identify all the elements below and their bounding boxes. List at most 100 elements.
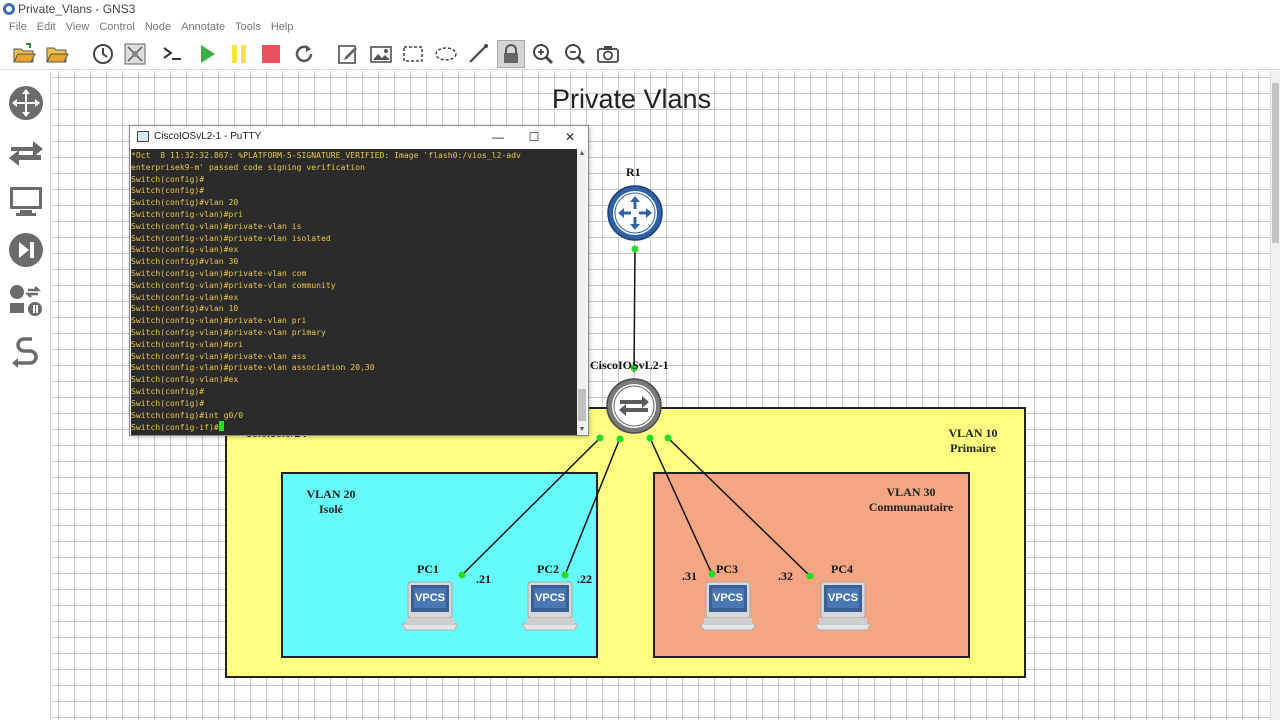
pc2-badge: VPCS [535,592,565,604]
terminal-scrollbar[interactable]: ▲ ▼ [577,149,587,435]
device-dock [0,71,51,720]
vlan10-label[interactable]: VLAN 10 Primaire [940,426,1006,456]
draw-line-icon[interactable] [464,40,492,68]
browse-switches-icon[interactable] [6,132,46,172]
terminal-line: Switch(config-vlan)#ex [131,374,239,385]
menu-annotate[interactable]: Annotate [181,21,226,33]
pc2-label[interactable]: PC2 [537,562,559,576]
router-r1-icon[interactable] [606,184,664,242]
vlan10-label-line1: VLAN 10 [948,426,998,440]
putty-title: CiscoIOSvL2-1 - PuTTY [154,131,262,142]
menu-edit[interactable]: Edit [36,21,56,33]
terminal-output[interactable]: *Oct 8 11:32:32.867: %PLATFORM-5-SIGNATU… [131,149,578,435]
screenshot-icon[interactable] [594,40,622,68]
minimize-button[interactable]: — [492,130,504,144]
terminal-line: Switch(config-vlan)#private-vlan associa… [131,362,375,373]
terminal-scrollbar-thumb[interactable] [578,389,586,421]
draw-ellipse-icon[interactable] [432,40,460,68]
terminal-line: Switch(config-vlan)#private-vlan com [131,267,307,278]
browse-routers-icon[interactable] [6,83,46,123]
toolbar [0,36,1280,70]
terminal-line: Switch(config)# [131,173,205,184]
switch-label[interactable]: CiscoIOSvL2-1 [590,358,669,372]
terminal-line: Switch(config-vlan)#ex [131,291,239,302]
suspend-all-icon[interactable] [225,40,253,68]
terminal-line: Switch(config-vlan)#private-vlan ass [131,350,307,361]
terminal-line: Switch(config)# [131,397,205,408]
vlan20-label[interactable]: VLAN 20 Isolé [300,487,362,517]
scroll-up-arrow-icon[interactable]: ▲ [578,150,586,157]
zoom-in-icon[interactable] [529,40,557,68]
add-link-icon[interactable] [6,333,46,373]
terminal-line: Switch(config-vlan)#private-vlan pri [131,315,307,326]
console-all-icon[interactable] [158,40,186,68]
gns3-logo-icon [3,3,15,15]
pc4-label[interactable]: PC4 [831,562,853,576]
terminal-cursor [218,421,224,432]
draw-rectangle-icon[interactable] [399,40,427,68]
vlan30-label-line1: VLAN 30 [886,485,936,499]
maximize-button[interactable]: ☐ [528,130,540,144]
browse-all-devices-icon[interactable] [6,281,46,321]
add-note-icon[interactable] [334,40,362,68]
menu-node[interactable]: Node [144,21,172,33]
pc4-badge: VPCS [828,592,858,604]
pc3-label[interactable]: PC3 [716,562,738,576]
scroll-down-arrow-icon[interactable]: ▼ [578,426,586,433]
reload-all-icon[interactable] [290,40,318,68]
scrollbar-thumb[interactable] [1272,83,1279,243]
terminal-line: Switch(config-vlan)#pri [131,338,244,349]
show-interface-labels-icon[interactable] [121,40,149,68]
pc1-label[interactable]: PC1 [417,562,439,576]
pc2-icon[interactable]: VPCS [518,578,582,638]
insert-image-icon[interactable] [367,40,395,68]
putty-window[interactable]: CiscoIOSvL2-1 - PuTTY — ☐ ✕ *Oct 8 11:32… [129,125,589,436]
pc2-ip-label[interactable]: .22 [577,572,592,586]
menu-control[interactable]: Control [99,21,135,33]
pc3-icon[interactable]: VPCS [696,578,760,638]
pc1-ip-label[interactable]: .21 [476,572,491,586]
close-button[interactable]: ✕ [564,130,576,144]
menu-view[interactable]: View [65,21,90,33]
terminal-line: enterprisek9-m' passed code signing veri… [131,161,365,172]
diagram-title[interactable]: Private Vlans [552,84,712,114]
terminal-line: Switch(config-vlan)#ex [131,244,239,255]
browse-end-devices-icon[interactable] [6,181,46,221]
vlan10-label-line2: Primaire [950,441,996,455]
pc4-icon[interactable]: VPCS [811,578,875,638]
terminal-line: Switch(config-vlan)#pri [131,208,244,219]
switch-icon[interactable] [605,377,663,435]
terminal-line: *Oct 8 11:32:32.867: %PLATFORM-5-SIGNATU… [131,150,521,160]
pc1-icon[interactable]: VPCS [398,578,462,638]
start-all-icon[interactable] [193,40,221,68]
stop-all-icon[interactable] [257,40,285,68]
pc3-ip-label[interactable]: .31 [682,569,697,583]
lock-icon[interactable] [497,40,525,68]
terminal-line: Switch(config)#int g0/0 [131,409,244,420]
menu-help[interactable]: Help [270,21,294,33]
terminal-prompt-line[interactable]: Switch(config-if)# [131,421,578,433]
menu-file[interactable]: File [9,21,27,33]
terminal-line: Switch(config-vlan)#private-vlan primary [131,326,326,337]
terminal-line: Switch(config)# [131,385,205,396]
putty-titlebar[interactable]: CiscoIOSvL2-1 - PuTTY — ☐ ✕ [130,126,588,148]
vlan30-label[interactable]: VLAN 30 Communautaire [858,485,964,515]
terminal-line: Switch(config-vlan)#private-vlan is [131,220,302,231]
open-folder-icon[interactable] [43,40,71,68]
canvas-scrollbar[interactable] [1270,71,1280,720]
open-project-icon[interactable] [10,40,38,68]
window-titlebar: Private_Vlans - GNS3 [0,0,1280,18]
zoom-out-icon[interactable] [561,40,589,68]
terminal-line: Switch(config)# [131,185,205,196]
menu-tools[interactable]: Tools [235,21,261,33]
browse-security-devices-icon[interactable] [6,230,46,270]
pc1-badge: VPCS [415,592,445,604]
vlan20-label-line1: VLAN 20 [306,487,356,501]
pc4-ip-label[interactable]: .32 [778,569,793,583]
terminal-line: Switch(config-vlan)#private-vlan communi… [131,279,336,290]
terminal-prompt: Switch(config-if)# [131,422,219,433]
snapshot-clock-icon[interactable] [89,40,117,68]
router-r1-label[interactable]: R1 [626,165,641,179]
pc3-badge: VPCS [713,592,743,604]
